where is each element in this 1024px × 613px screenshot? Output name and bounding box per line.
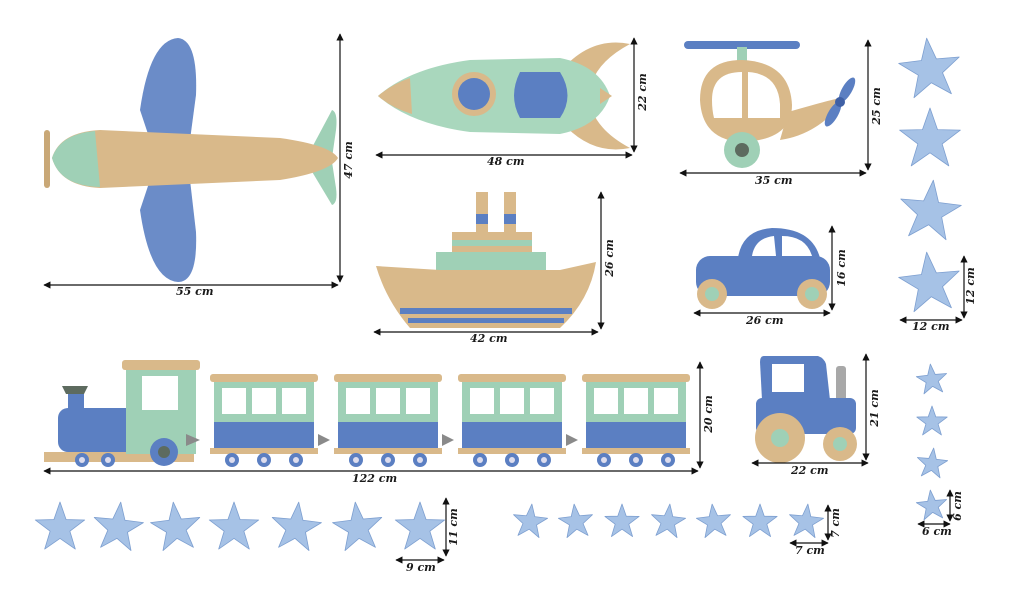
ship-icon — [376, 192, 596, 328]
ship-width-label: 42 cm — [470, 332, 508, 345]
star-small-height-label: 7 cm — [829, 508, 842, 538]
star-icon — [916, 447, 949, 479]
star-mini-width-label: 6 cm — [922, 525, 952, 538]
star-icon — [900, 179, 962, 241]
airplane-icon — [44, 38, 338, 282]
helicopter-height-label: 25 cm — [870, 87, 883, 125]
car-width-label: 26 cm — [746, 314, 784, 327]
star-icon — [93, 501, 144, 551]
star-medium-height-label: 11 cm — [447, 508, 460, 546]
helicopter-icon — [684, 41, 856, 168]
star-icon — [915, 363, 948, 395]
star-icon — [150, 501, 201, 551]
train-car-icon — [334, 374, 454, 467]
car-icon — [696, 228, 830, 309]
star-icon — [34, 501, 86, 550]
rocket-height-label: 22 cm — [636, 73, 649, 111]
star-icon — [899, 107, 961, 167]
ship-height-label: 26 cm — [603, 239, 616, 277]
tractor-width-label: 22 cm — [791, 464, 829, 477]
star-icon — [898, 251, 960, 313]
train-car-icon — [458, 374, 578, 467]
star-icon — [789, 503, 825, 538]
star-small-width-label: 7 cm — [795, 544, 825, 557]
tractor-height-label: 21 cm — [868, 389, 881, 427]
helicopter-width-label: 35 cm — [755, 174, 793, 187]
rocket-width-label: 48 cm — [487, 155, 525, 168]
star-icon — [332, 501, 383, 551]
star-icon — [915, 489, 948, 521]
train-height-label: 20 cm — [702, 395, 715, 433]
star-icon — [208, 501, 260, 550]
car-height-label: 16 cm — [835, 249, 848, 287]
star-icon — [513, 503, 549, 538]
star-large-width-label: 12 cm — [912, 320, 950, 333]
star-icon — [271, 501, 322, 551]
star-icon — [557, 503, 593, 538]
star-mini-height-label: 6 cm — [951, 491, 964, 521]
star-icon — [604, 503, 640, 537]
star-icon — [651, 503, 687, 538]
rocket-icon — [378, 42, 630, 150]
train-car-icon — [210, 374, 330, 467]
star-icon — [695, 503, 731, 538]
star-icon — [394, 501, 446, 550]
tractor-icon — [755, 356, 857, 463]
star-medium-width-label: 9 cm — [406, 561, 436, 574]
star-icon — [916, 405, 948, 436]
train-icon — [44, 360, 200, 467]
star-icon — [898, 37, 960, 99]
star-icon — [742, 503, 778, 537]
train-car-icon — [582, 374, 690, 467]
airplane-height-label: 47 cm — [342, 141, 355, 179]
train-width-label: 122 cm — [352, 472, 398, 485]
airplane-width-label: 55 cm — [176, 285, 214, 298]
star-large-height-label: 12 cm — [964, 267, 977, 305]
